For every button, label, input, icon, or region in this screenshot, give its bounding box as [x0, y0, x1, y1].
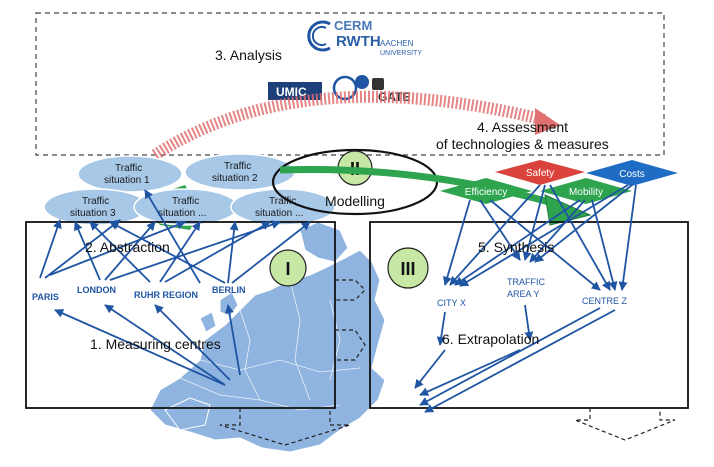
svg-text:situation 3: situation 3 — [70, 208, 116, 219]
extrapolation-label: 6. Extrapolation — [442, 331, 539, 347]
target-traffic-area-1: TRAFFIC — [507, 277, 545, 287]
traffic-situation-4 — [133, 188, 239, 226]
mobility-diamond — [540, 178, 632, 204]
measuring-arrows — [54, 304, 241, 386]
target-city-x: CITY X — [437, 298, 466, 308]
roman-one-circle — [269, 249, 307, 287]
svg-text:situation ...: situation ... — [158, 208, 206, 219]
svg-text:UNIVERSITY: UNIVERSITY — [380, 50, 422, 57]
svg-text:UMIC: UMIC — [276, 85, 307, 99]
city-ruhr: RUHR REGION — [134, 290, 198, 300]
svg-text:RWTH: RWTH — [336, 33, 381, 50]
modelling-label: Modelling — [325, 193, 385, 209]
svg-text:Traffic: Traffic — [82, 196, 109, 207]
svg-text:situation ...: situation ... — [255, 208, 303, 219]
roman-three: III — [400, 259, 415, 279]
criteria-diamonds: Safety Efficiency Mobility Costs — [440, 160, 678, 204]
box-connector-arrows — [335, 279, 366, 361]
traffic-situation-1 — [77, 155, 183, 193]
extrapolation-arrows — [414, 304, 616, 413]
gate-logo: GATE — [372, 78, 410, 104]
city-labels: PARIS LONDON RUHR REGION BERLIN — [32, 285, 246, 302]
svg-text:Costs: Costs — [619, 169, 645, 180]
umic-logo: UMIC — [268, 82, 322, 100]
city-paris: PARIS — [32, 292, 59, 302]
city-berlin: BERLIN — [212, 285, 246, 295]
svg-text:Traffic: Traffic — [172, 196, 199, 207]
measuring-label: 1. Measuring centres — [90, 336, 221, 352]
box-synthesis — [369, 221, 689, 409]
svg-text:Traffic: Traffic — [115, 163, 142, 174]
roman-three-circle — [387, 247, 429, 289]
svg-text:Safety: Safety — [526, 168, 554, 179]
efficiency-diamond — [440, 178, 532, 204]
analysis-arc-head — [535, 108, 560, 135]
modelling-arrow — [279, 165, 561, 209]
analysis-arc — [151, 90, 547, 161]
traffic-situation-3 — [43, 188, 149, 226]
synthesis-arrows — [442, 184, 637, 291]
svg-text:AACHEN: AACHEN — [380, 39, 414, 48]
git-logo — [332, 75, 369, 101]
target-traffic-area-2: AREA Y — [507, 289, 539, 299]
svg-text:Traffic: Traffic — [224, 161, 251, 172]
target-labels: CITY X TRAFFIC AREA Y CENTRE Z — [437, 277, 628, 308]
city-london: LONDON — [77, 285, 116, 295]
traffic-situation-bubbles: Traffic situation 1 Traffic situation 2 … — [43, 153, 336, 226]
roman-one: I — [285, 259, 290, 279]
traffic-situation-2 — [184, 153, 296, 191]
analysis-label: 3. Analysis — [215, 47, 282, 63]
assessment-line2: of technologies & measures — [436, 136, 609, 152]
europe-map — [149, 221, 386, 453]
svg-text:Traffic: Traffic — [269, 196, 296, 207]
costs-diamond — [586, 160, 678, 186]
svg-text:GATE: GATE — [378, 90, 410, 104]
svg-text:situation 1: situation 1 — [104, 175, 150, 186]
abstraction-arrows — [39, 189, 311, 284]
synthesis-label: 5. Synthesis — [478, 239, 554, 255]
abstraction-label: 2. Abstraction — [85, 239, 170, 255]
bottom-dashed-arrows — [219, 408, 676, 446]
svg-text:situation 2: situation 2 — [212, 173, 258, 184]
traffic-situation-5 — [230, 188, 336, 226]
target-centre-z: CENTRE Z — [582, 296, 628, 306]
rwth-logo: CERM RWTH AACHEN UNIVERSITY — [307, 18, 422, 57]
svg-text:CERM: CERM — [334, 18, 372, 33]
svg-text:Efficiency: Efficiency — [465, 187, 508, 198]
safety-diamond — [495, 160, 585, 185]
assessment-line1: 4. Assessment — [477, 119, 568, 135]
svg-text:Mobility: Mobility — [569, 187, 603, 198]
